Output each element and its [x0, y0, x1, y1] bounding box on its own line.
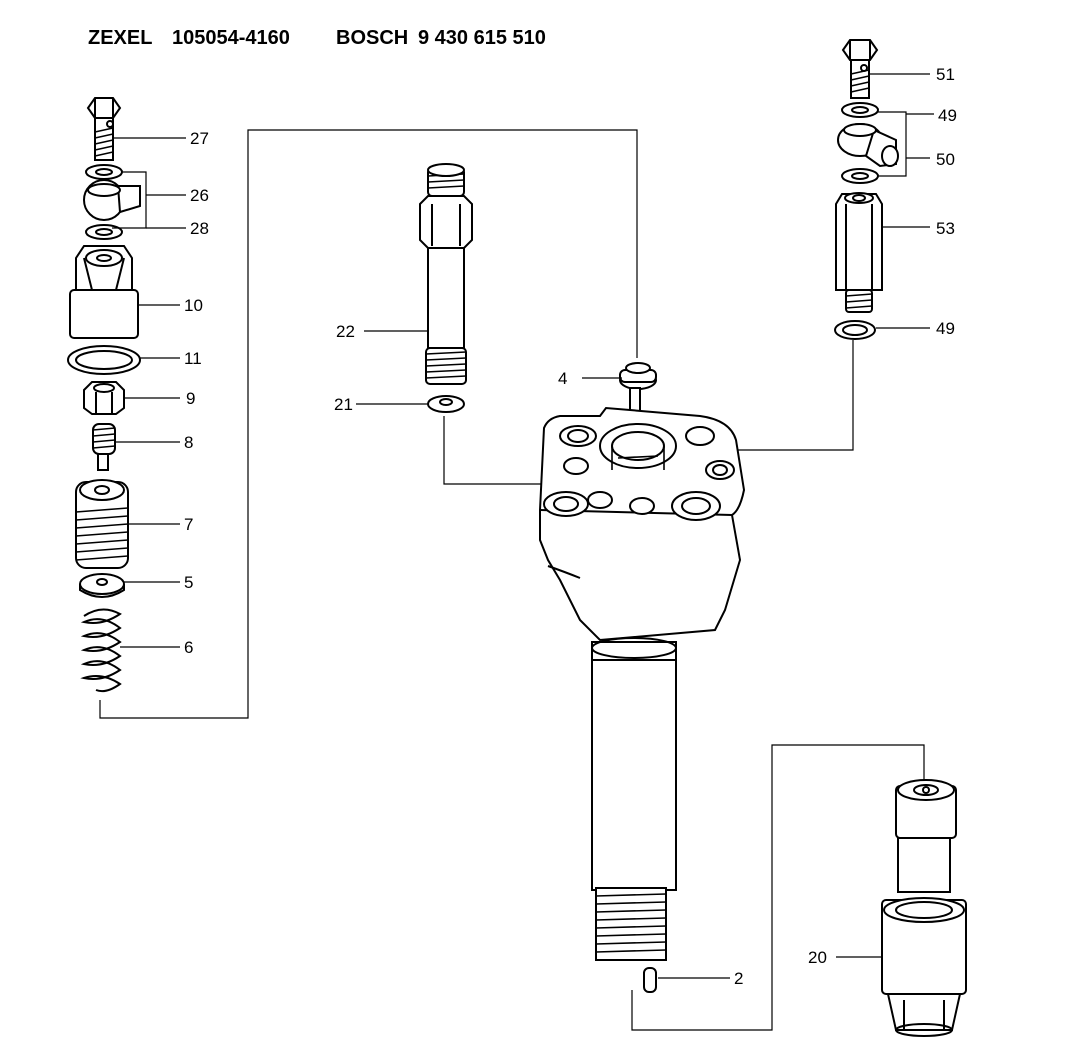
callout-51: 51	[936, 65, 955, 84]
part-21-washer	[427, 395, 465, 413]
pump-body	[539, 406, 746, 961]
right-callout-leaders	[868, 73, 934, 329]
callout-28: 28	[190, 219, 209, 238]
part-22-pipe-connector	[419, 163, 473, 385]
callout-7: 7	[184, 515, 193, 534]
middle-callouts: 22 21	[334, 322, 355, 414]
part-50-banjo-fitting	[837, 102, 899, 184]
header: ZEXEL 105054-4160 BOSCH 9 430 615 510	[88, 27, 546, 49]
callout-6: 6	[184, 638, 193, 657]
part-51-banjo-bolt	[841, 39, 879, 99]
middle-callout-leaders	[356, 330, 428, 405]
part-2-dowel-pin	[643, 967, 657, 993]
brand-bosch: BOSCH	[336, 27, 408, 49]
callout-5: 5	[184, 573, 193, 592]
part-53-adapter	[835, 192, 883, 313]
callout-27: 27	[190, 129, 209, 148]
callout-4: 4	[558, 369, 567, 388]
callout-2: 2	[734, 969, 743, 988]
callout-21: 21	[334, 395, 353, 414]
callout-49-top: 49	[938, 106, 957, 125]
callout-9: 9	[186, 389, 195, 408]
part-8-delivery-valve	[92, 423, 116, 471]
callout-50: 50	[936, 150, 955, 169]
part-5-washer	[79, 573, 125, 598]
bosch-part-number: 9 430 615 510	[418, 27, 546, 49]
part-49-washer	[834, 320, 876, 340]
part-6-spring	[80, 608, 122, 693]
assembly-lines	[99, 129, 925, 1031]
part-9-nut	[83, 381, 125, 415]
part-11-gasket-ring	[67, 345, 141, 375]
center-callout-leaders	[582, 377, 730, 979]
callout-26: 26	[190, 186, 209, 205]
zexel-part-number: 105054-4160	[172, 27, 290, 49]
brand-zexel: ZEXEL	[88, 27, 152, 49]
left-callout-leaders	[112, 137, 186, 648]
part-10-delivery-holder	[69, 245, 139, 339]
part-7-valve-seat	[75, 479, 129, 569]
right-callouts: 51 49 50 53 49	[936, 65, 957, 338]
callout-49-bottom: 49	[936, 319, 955, 338]
callout-20: 20	[808, 948, 827, 967]
callout-22: 22	[336, 322, 355, 341]
callout-8: 8	[184, 433, 193, 452]
part-27-banjo-bolt	[86, 97, 122, 161]
callout-53: 53	[936, 219, 955, 238]
part-20-nozzle-assembly	[881, 779, 967, 1037]
left-callouts: 27 26 28 10 11 9 8 7 5 6	[184, 129, 209, 657]
callout-11: 11	[184, 349, 202, 368]
center-callouts: 4 2	[558, 369, 743, 988]
callout-10: 10	[184, 296, 203, 315]
